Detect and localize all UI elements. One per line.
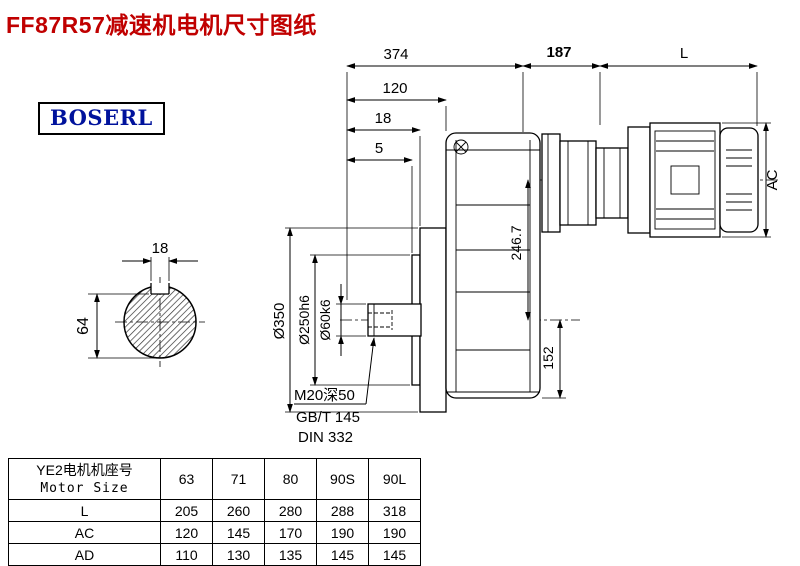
cell-L-90s: 288 [316,499,369,522]
header-size-80: 80 [264,458,317,500]
cell-AC-90s: 190 [316,521,369,544]
motor-body [649,122,721,238]
dim-AC: AC [764,169,781,190]
dim-246-7: 246.7 [508,225,524,260]
gear-housing [445,132,541,399]
dim-5: 5 [375,140,383,157]
shaft-section-circle [123,285,197,359]
dim-374: 374 [383,46,408,63]
header-size-90s: 90S [316,458,369,500]
motor-flange [627,126,651,234]
dim-dia-350: Ø350 [271,303,288,340]
shaft-cross-section: 18 64 [75,240,205,367]
cell-L-90l: 318 [368,499,421,522]
fan-cowl [719,127,759,233]
dimensions: 374 187 L 120 18 5 Ø350 Ø250h6 Ø60k6 246… [271,44,781,413]
table-row-AC: AC 120 145 170 190 190 [8,521,421,544]
dim-dia-250: Ø250h6 [296,295,312,345]
cell-AD-90l: 145 [368,543,421,566]
boserl-logo: BOSERL [38,102,165,135]
cell-L-71: 260 [212,499,265,522]
note-gbt145: GB/T 145 [296,409,360,426]
dim-dia-60: Ø60k6 [317,299,333,340]
table-row-AD: AD 110 130 135 145 145 [8,543,421,566]
header-size-71: 71 [212,458,265,500]
header-en-label: Motor Size [40,481,129,496]
thread-notes: M20深50 GB/T 145 DIN 332 [294,337,376,446]
motor-size-table: YE2电机机座号 Motor Size 63 71 80 90S 90L L 2… [8,458,421,566]
gearbox-assembly [340,122,778,413]
note-m20: M20深50 [294,387,355,404]
cell-L-80: 280 [264,499,317,522]
row-label-AD: AD [8,543,161,566]
dim-L: L [680,45,688,62]
table-header-row: YE2电机机座号 Motor Size 63 71 80 90S 90L [8,458,421,500]
header-size-63: 63 [160,458,213,500]
dim-shaft-height: 64 [75,317,92,335]
row-label-AC: AC [8,521,161,544]
cell-AC-71: 145 [212,521,265,544]
table-header-motor-size: YE2电机机座号 Motor Size [8,458,161,500]
cell-AD-90s: 145 [316,543,369,566]
table-row-L: L 205 260 280 288 318 [8,499,421,522]
motor [627,122,759,238]
dim-18: 18 [375,110,392,127]
header-size-90l: 90L [368,458,421,500]
cell-AD-71: 130 [212,543,265,566]
cell-AD-80: 135 [264,543,317,566]
row-label-L: L [8,499,161,522]
dim-keyway-width: 18 [152,240,169,257]
output-shaft [367,303,422,337]
cell-AC-80: 170 [264,521,317,544]
eyebolt-symbol [453,139,469,155]
cell-AC-63: 120 [160,521,213,544]
dim-187: 187 [546,44,571,61]
r57-gear-unit [541,133,629,233]
note-din332: DIN 332 [298,429,353,446]
dim-120: 120 [382,80,407,97]
cell-AC-90l: 190 [368,521,421,544]
dim-152: 152 [540,346,556,370]
cell-AD-63: 110 [160,543,213,566]
cell-L-63: 205 [160,499,213,522]
mounting-flange [419,227,447,413]
header-cn-label: YE2电机机座号 [36,462,133,478]
page-title: FF87R57减速机电机尺寸图纸 [6,12,317,38]
